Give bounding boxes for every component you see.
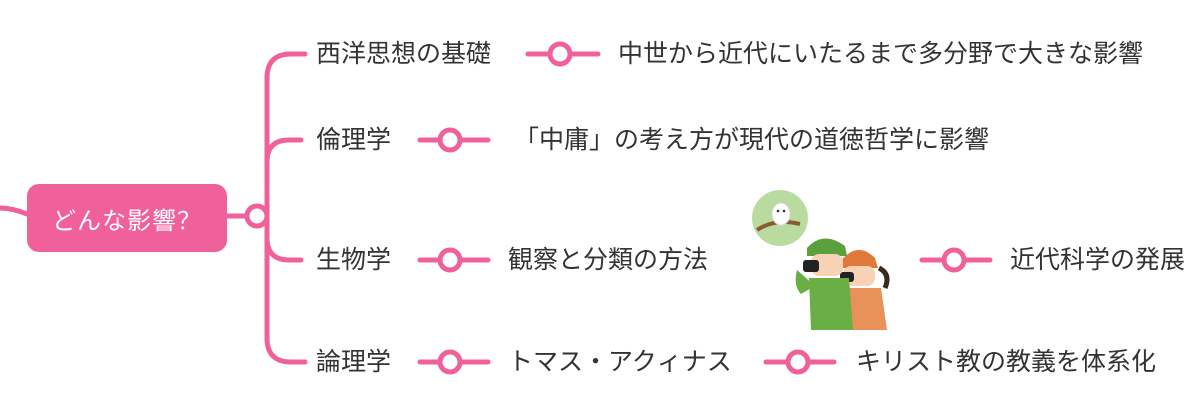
topic-logic[interactable]: 論理学 <box>316 347 392 376</box>
connector-3 <box>417 247 491 273</box>
extra-logic[interactable]: キリスト教の教義を体系化 <box>856 347 1157 376</box>
topic-ethics[interactable]: 倫理学 <box>316 125 392 154</box>
connector-4 <box>417 349 491 375</box>
branch-line-3 <box>264 213 304 263</box>
topic-western-thought[interactable]: 西洋思想の基礎 <box>316 39 492 68</box>
branch-line-1 <box>264 51 308 219</box>
connector-1 <box>525 41 601 67</box>
branch-line-2 <box>264 137 304 219</box>
connector-2 <box>417 127 491 153</box>
root-inbound-line <box>0 205 30 217</box>
detail-biology[interactable]: 観察と分類の方法 <box>508 245 709 274</box>
connector-3b <box>919 247 993 273</box>
hub-connector <box>244 203 270 229</box>
branch-line-4 <box>264 213 308 365</box>
detail-logic[interactable]: トマス・アクィナス <box>508 347 732 376</box>
detail-western-thought[interactable]: 中世から近代にいたるまで多分野で大きな影響 <box>618 39 1144 68</box>
connector-4b <box>763 349 837 375</box>
topic-biology[interactable]: 生物学 <box>316 245 392 274</box>
birdwatchers-illustration <box>752 190 890 330</box>
extra-biology[interactable]: 近代科学の発展 <box>1010 245 1186 274</box>
root-node[interactable]: どんな影響？ <box>27 184 227 252</box>
detail-ethics[interactable]: 「中庸」の考え方が現代の道徳哲学に影響 <box>514 125 990 154</box>
